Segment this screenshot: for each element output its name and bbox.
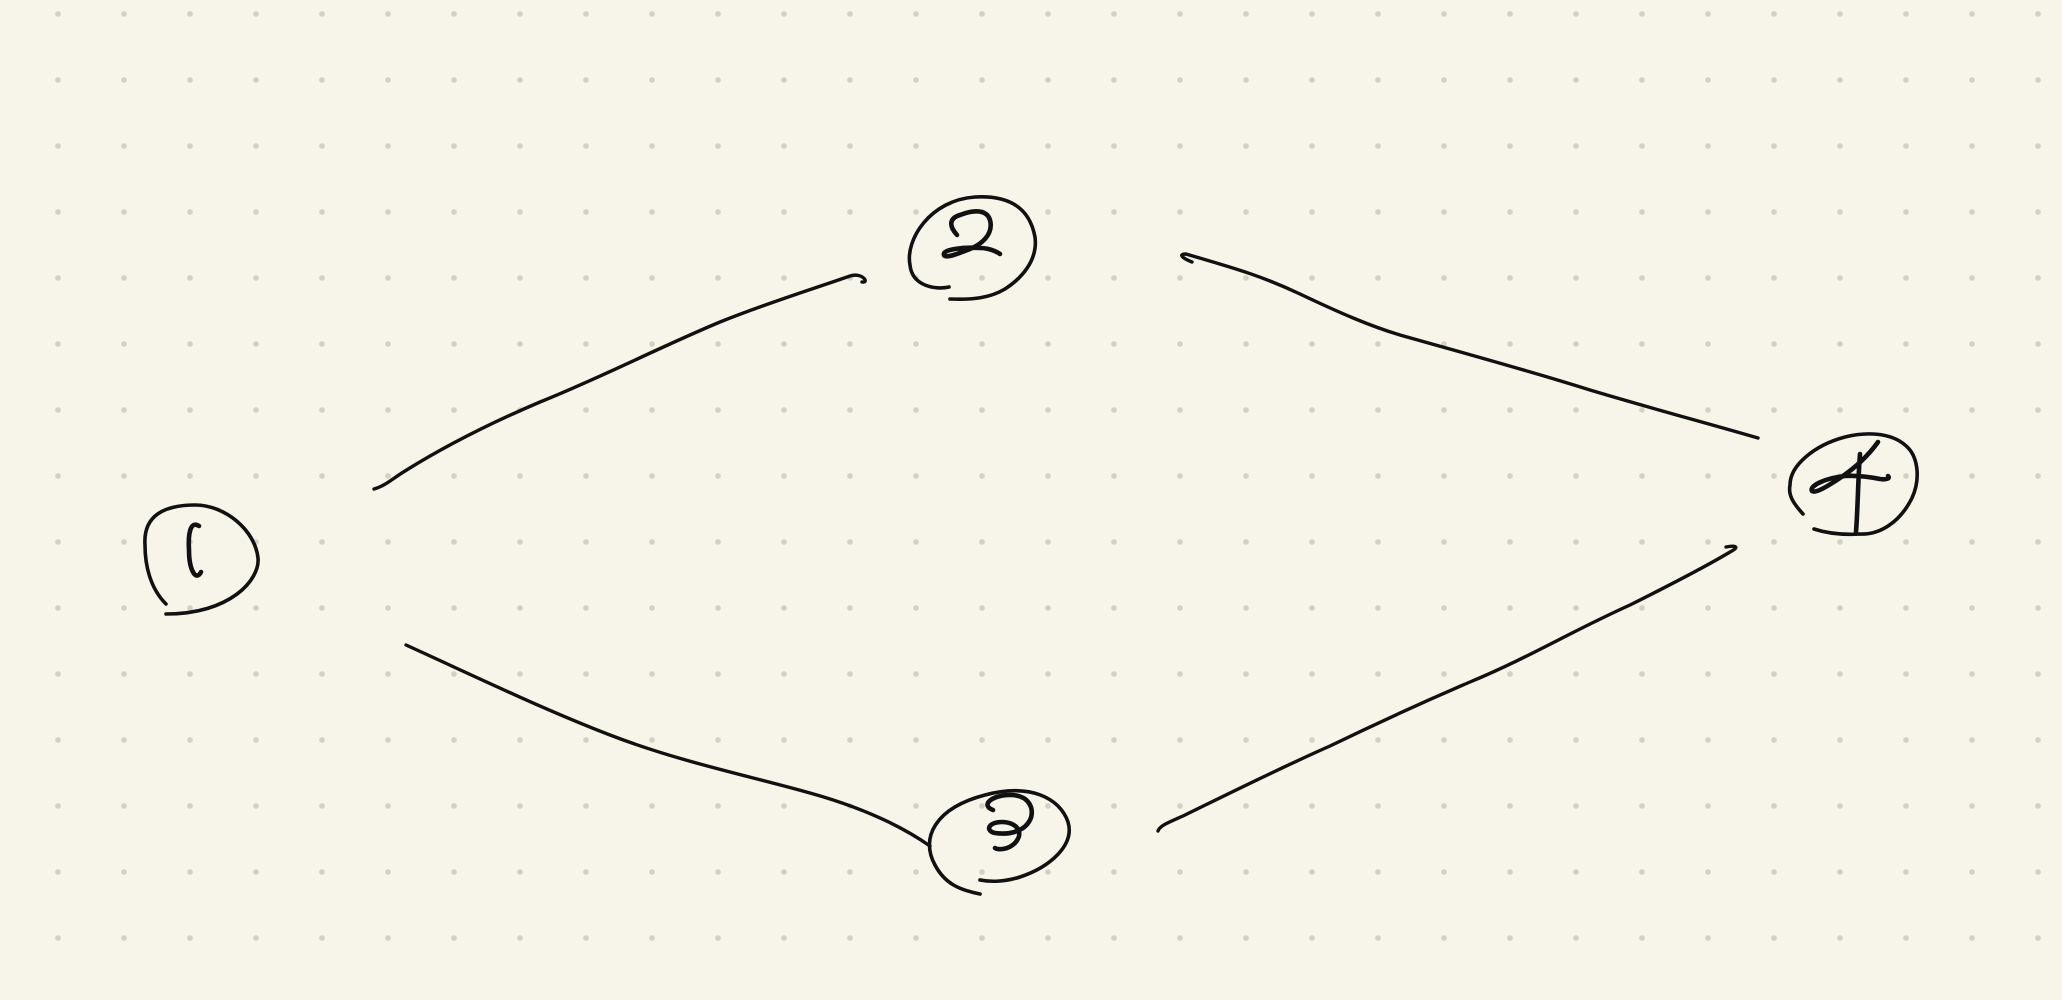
node-3: 3 [927, 789, 1071, 896]
node-1-circle [143, 503, 260, 616]
edge-1-3 [404, 643, 932, 848]
node-3-digit [985, 792, 1035, 852]
node-1-digit [186, 522, 204, 578]
node-4-digit [1809, 439, 1891, 535]
node-4: 4 [1787, 432, 1919, 537]
node-2-circle [907, 195, 1038, 302]
node-4-circle [1787, 432, 1919, 537]
node-3-circle [927, 789, 1071, 896]
edge-3-4 [1156, 544, 1738, 833]
node-2-digit [941, 209, 1003, 259]
node-2: 2 [907, 195, 1038, 302]
edge-2-4 [1180, 252, 1760, 440]
edge-1-2 [372, 273, 867, 491]
node-1: 1 [143, 503, 260, 616]
